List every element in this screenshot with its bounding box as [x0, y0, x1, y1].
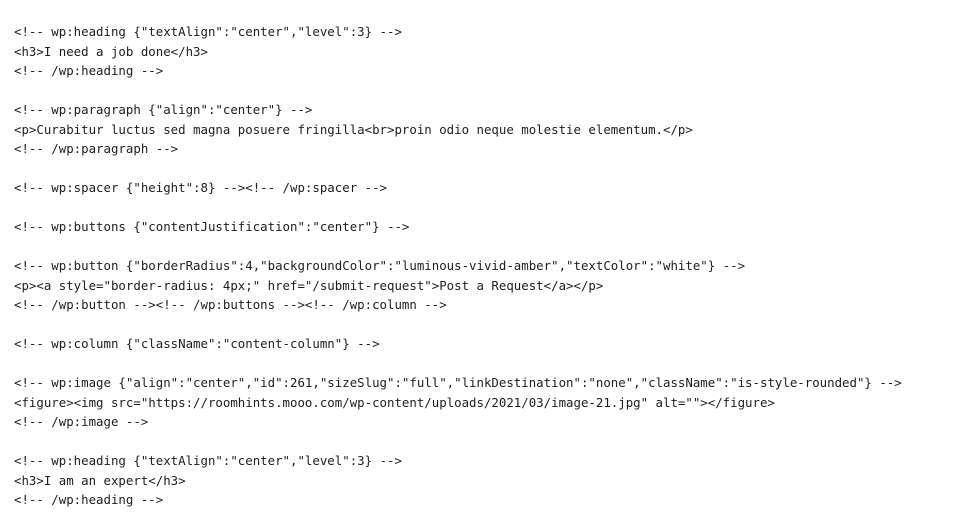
code-line: <p><a style="border-radius: 4px;" href="… [14, 277, 604, 293]
code-line [14, 315, 976, 335]
code-line: <figure><img src="https://roomhints.mooo… [14, 394, 775, 410]
code-line: <!-- wp:image {"align":"center","id":261… [14, 375, 902, 390]
code-line: <!-- wp:buttons {"contentJustification":… [14, 219, 410, 234]
code-line: <!-- wp:paragraph {"align":"center"} --> [14, 102, 313, 117]
code-line: <!-- wp:heading {"textAlign":"center","l… [14, 24, 402, 39]
code-line: <!-- /wp:heading --> [14, 63, 164, 78]
code-line: <h3>I need a job done</h3> [14, 43, 208, 59]
code-line: <!-- wp:column {"className":"content-col… [14, 336, 380, 351]
code-editor[interactable]: <!-- wp:heading {"textAlign":"center","l… [14, 22, 976, 510]
code-line [14, 81, 976, 101]
code-line [14, 354, 976, 374]
code-line: <!-- /wp:paragraph --> [14, 141, 179, 156]
code-line [14, 159, 976, 179]
code-line: <!-- wp:spacer {"height":8} --><!-- /wp:… [14, 180, 387, 195]
code-line: <p>Curabitur luctus sed magna posuere fr… [14, 121, 693, 137]
code-line [14, 237, 976, 257]
code-line: <h3>I am an expert</h3> [14, 472, 186, 488]
code-line [14, 432, 976, 452]
code-line: <!-- /wp:heading --> [14, 492, 164, 507]
code-line: <!-- /wp:button --><!-- /wp:buttons --><… [14, 297, 447, 312]
code-line: <!-- wp:heading {"textAlign":"center","l… [14, 453, 402, 468]
code-line [14, 198, 976, 218]
code-line: <!-- wp:button {"borderRadius":4,"backgr… [14, 258, 746, 273]
code-line: <!-- /wp:image --> [14, 414, 149, 429]
